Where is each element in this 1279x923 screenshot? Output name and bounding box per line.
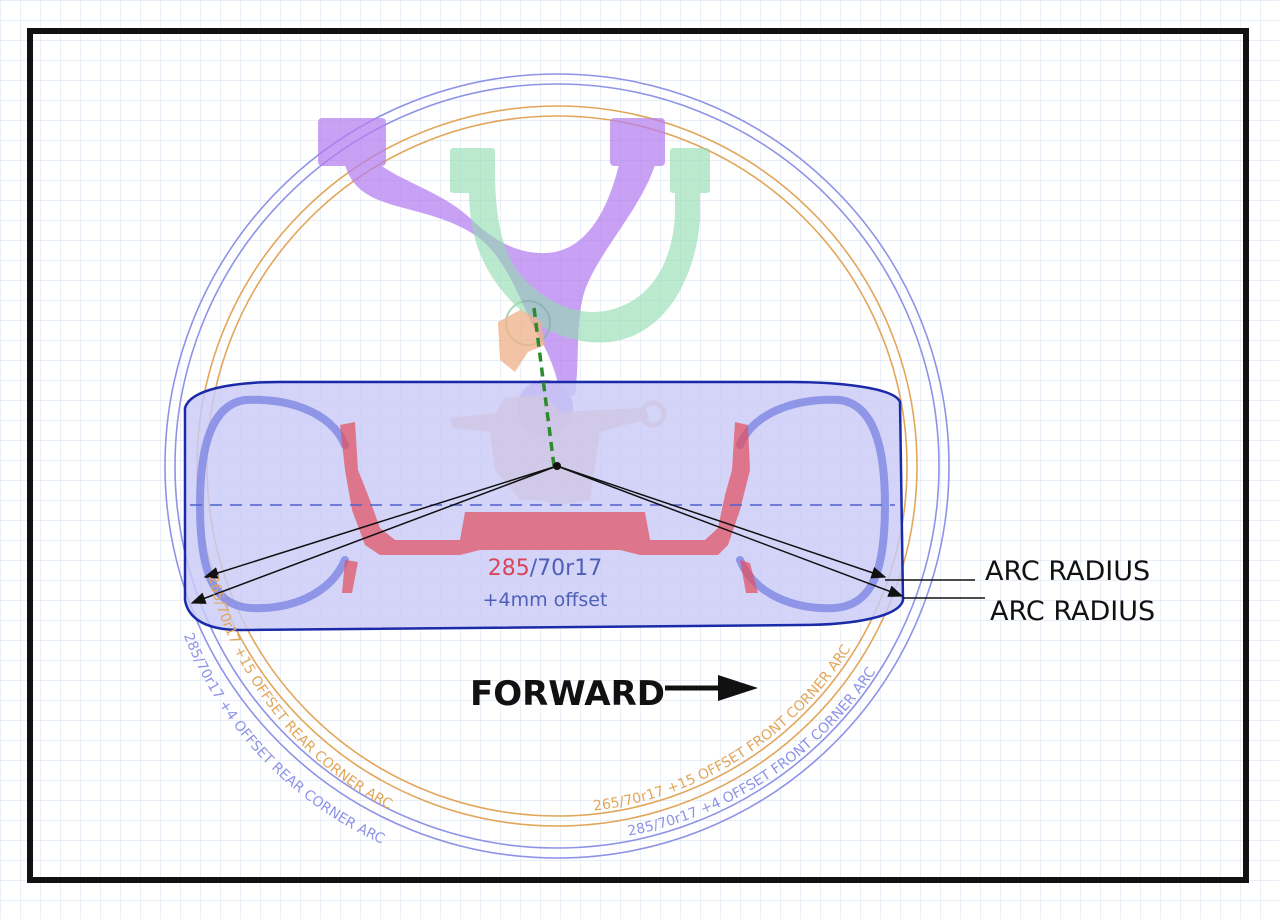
- wheel-rim: [340, 422, 758, 593]
- tire-size-prefix: 285: [488, 556, 530, 581]
- radius-lines: [190, 465, 904, 604]
- outer-arc-circle-285: [164, 73, 950, 859]
- arc-radius-label-lower: ARC RADIUS: [990, 596, 1155, 627]
- tire-outline: [183, 380, 905, 632]
- tire-size-suffix: /70r17: [530, 556, 602, 581]
- forward-label: FORWARD: [470, 674, 665, 714]
- tire-size-label: 285/70r17: [488, 556, 602, 581]
- callout-leaders: [885, 579, 985, 599]
- arc-radius-label-upper: ARC RADIUS: [985, 556, 1150, 587]
- forward-arrow-icon: [665, 675, 758, 701]
- inner-arc-circle-285: [174, 83, 940, 849]
- pivot-point: [553, 462, 561, 470]
- steering-axis-line: [532, 307, 556, 467]
- tire-offset-label: +4mm offset: [483, 589, 608, 611]
- lower-control-arm: [450, 148, 710, 346]
- frame-border: [27, 28, 1249, 883]
